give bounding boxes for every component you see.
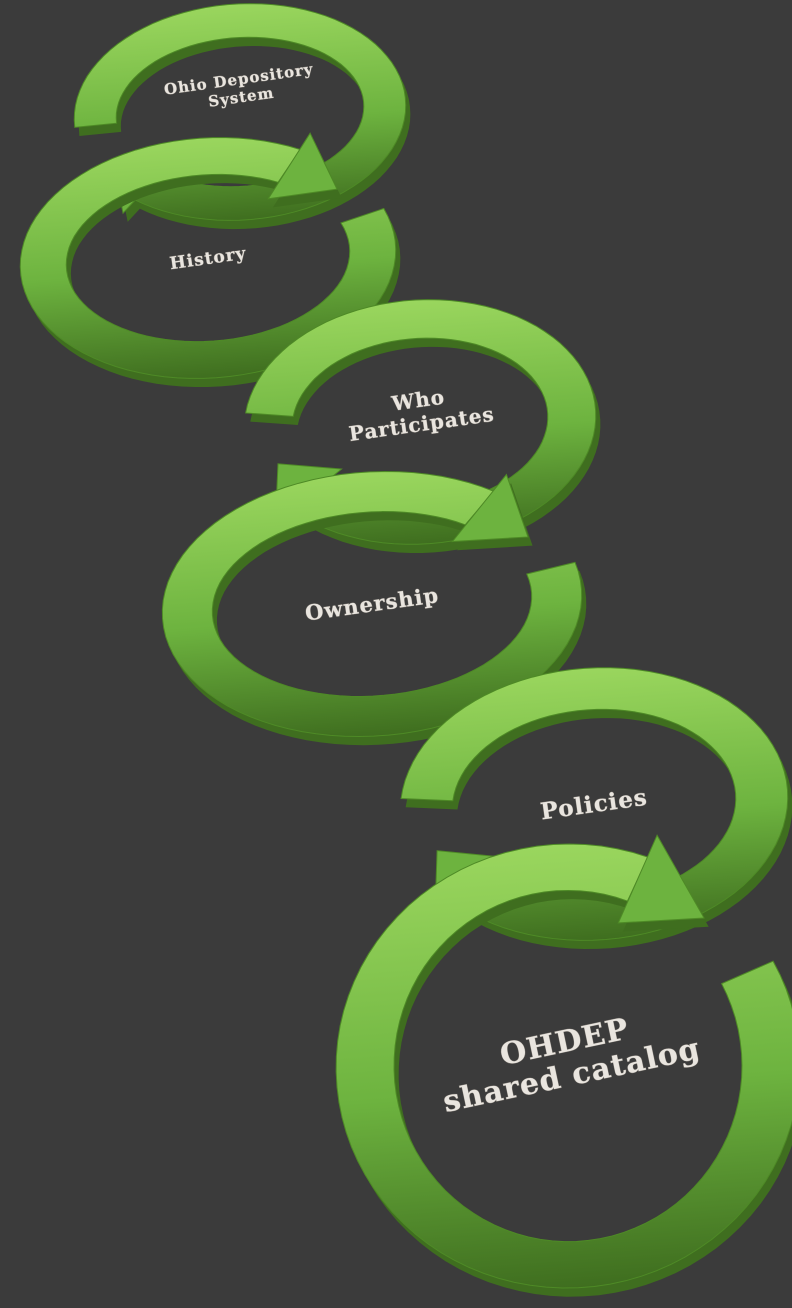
arrow-head bbox=[451, 473, 529, 543]
step-label-ohdep-shared-catalog: OHDEPshared catalog bbox=[433, 998, 703, 1120]
cycle-arrow-ohdep-shared-catalog bbox=[335, 834, 792, 1297]
step-label-ownership: Ownership bbox=[303, 582, 440, 626]
step-label-line: History bbox=[169, 244, 248, 275]
cycle-arrow-history bbox=[19, 132, 401, 388]
cycle-arrow-ownership bbox=[161, 470, 587, 746]
step-label-line: Policies bbox=[539, 784, 650, 826]
step-label-who-participates: WhoParticipates bbox=[344, 378, 496, 446]
arrow-head bbox=[617, 834, 705, 924]
arrow-head bbox=[267, 132, 338, 200]
step-label-history: History bbox=[169, 244, 248, 275]
step-label-line: Ownership bbox=[303, 582, 440, 626]
step-label-ohio-depository-system: Ohio DepositorySystem bbox=[163, 60, 317, 117]
arrow-body bbox=[19, 137, 397, 379]
arrow-body bbox=[161, 470, 583, 738]
step-label-policies: Policies bbox=[539, 784, 650, 826]
